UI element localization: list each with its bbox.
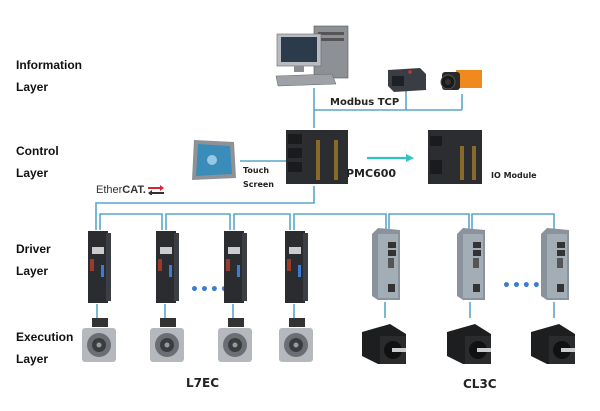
chain-wire xyxy=(388,213,470,230)
stepper-motor-icon xyxy=(447,324,491,364)
ethercat-wire xyxy=(95,186,315,230)
modbus-tcp-label: Modbus TCP xyxy=(330,97,400,108)
layer-label-line: Information xyxy=(16,58,82,72)
stepper-motor-icon xyxy=(531,324,575,364)
l7ec-series-label: L7EC xyxy=(186,376,219,390)
ethercat-prefix: Ether xyxy=(96,184,123,196)
chain-wire xyxy=(99,213,163,230)
io-module-label: IO Module xyxy=(491,171,537,180)
chain-wire xyxy=(233,213,291,230)
camera-icon xyxy=(440,70,482,90)
servo-driver-icon xyxy=(88,231,111,303)
servo-motor-icon xyxy=(150,318,184,362)
pmc600-controller-icon xyxy=(286,130,348,184)
chain-wire xyxy=(293,213,387,230)
layer-label-line: Layer xyxy=(16,352,49,366)
servo-motor-icon xyxy=(218,318,252,362)
layer-label-control: Control Layer xyxy=(16,140,59,184)
chain-wire xyxy=(471,213,555,230)
touch-screen-label: Touch Screen xyxy=(243,164,274,192)
arrow-icon xyxy=(367,154,414,162)
chain-wire xyxy=(165,213,231,230)
layer-label-execution: Execution Layer xyxy=(16,326,73,370)
stepper-driver-icon xyxy=(541,228,569,300)
servo-driver-icon xyxy=(224,231,247,303)
layer-label-line: Layer xyxy=(16,80,49,94)
cl3c-series-label: CL3C xyxy=(463,377,497,391)
stepper-driver-icon xyxy=(457,228,485,300)
touch-screen-icon xyxy=(192,140,236,180)
ethercat-arrows-icon xyxy=(148,185,164,195)
stepper-driver-icon xyxy=(372,228,400,300)
touch-label-line: Touch xyxy=(243,166,270,175)
layer-label-line: Execution xyxy=(16,330,74,344)
scanner-icon xyxy=(388,68,426,92)
stepper-motor-icon xyxy=(362,324,406,364)
layer-label-information: Information Layer xyxy=(16,54,82,98)
layer-label-line: Driver xyxy=(16,242,51,256)
pmc600-label: PMC600 xyxy=(346,167,397,180)
touch-label-line: Screen xyxy=(243,180,274,189)
computer-icon xyxy=(275,25,349,87)
ethercat-logo: EtherCAT. xyxy=(96,184,164,196)
servo-driver-icon xyxy=(156,231,179,303)
servo-driver-icon xyxy=(285,231,308,303)
layer-label-line: Layer xyxy=(16,166,49,180)
layer-label-driver: Driver Layer xyxy=(16,238,51,282)
ethercat-suffix: CAT. xyxy=(122,184,146,196)
layer-label-line: Layer xyxy=(16,264,49,278)
servo-motor-icon xyxy=(279,318,313,362)
servo-motor-icon xyxy=(82,318,116,362)
ellipsis-stepper: ••••• xyxy=(502,278,552,294)
layer-label-line: Control xyxy=(16,144,59,158)
io-module-icon xyxy=(428,130,482,184)
